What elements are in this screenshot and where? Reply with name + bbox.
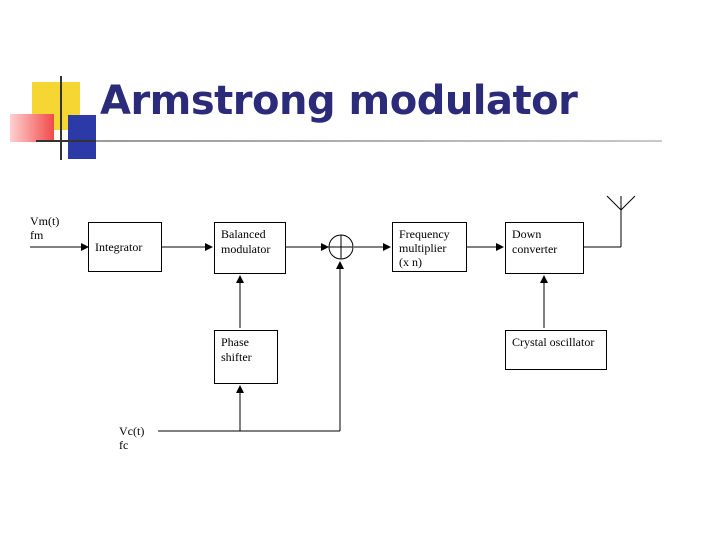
frequency-multiplier-block: Frequency multiplier (x n) <box>392 222 467 272</box>
balanced-modulator-block: Balanced modulator <box>214 222 286 274</box>
page-title: Armstrong modulator <box>100 78 578 124</box>
title-underline <box>36 140 662 142</box>
summing-junction-icon <box>328 234 354 260</box>
down-converter-block: Down converter <box>505 222 584 274</box>
crystal-oscillator-block: Crystal oscillator <box>505 330 607 370</box>
accent-red-square <box>10 114 54 142</box>
phase-shifter-block: Phase shifter <box>214 330 278 384</box>
accent-vertical-line <box>60 76 62 160</box>
antenna-icon <box>606 195 636 211</box>
integrator-block: Integrator <box>88 222 162 272</box>
carrier-input-label: Vc(t) fc <box>119 424 145 452</box>
message-input-label: Vm(t) fm <box>30 214 60 242</box>
accent-blue-square <box>68 115 96 159</box>
